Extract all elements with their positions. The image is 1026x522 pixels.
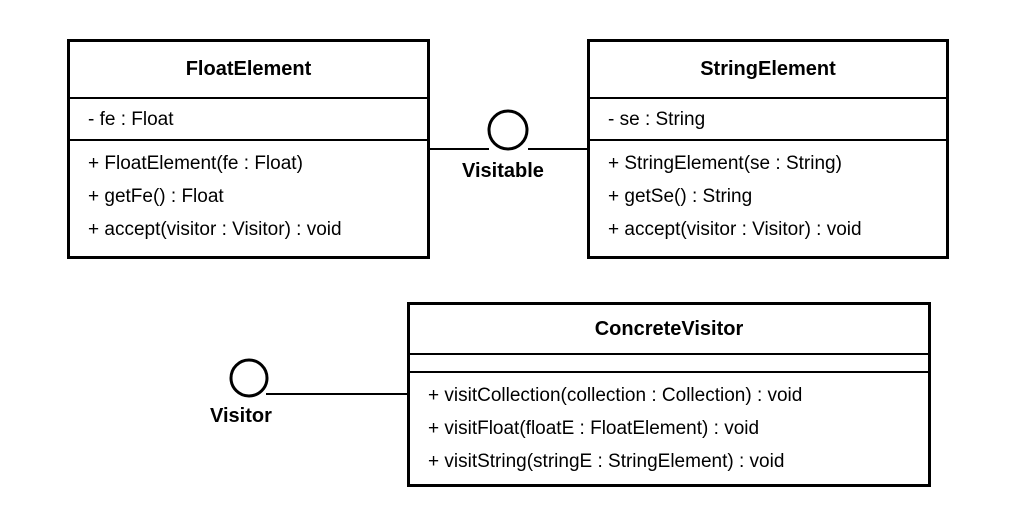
concrete-visitor-name: ConcreteVisitor: [594, 317, 744, 340]
operation-row: + visitString(stringE : StringElement) :…: [428, 451, 785, 472]
string-element-class[interactable]: StringElement - se : String + StringElem…: [587, 39, 949, 259]
operation-row: + visitCollection(collection : Collectio…: [428, 385, 803, 406]
operation-row: + accept(visitor : Visitor) : void: [608, 219, 862, 240]
operation-row: + StringElement(se : String): [608, 153, 842, 174]
attribute-row: - fe : Float: [88, 109, 174, 130]
operation-row: + getSe() : String: [608, 186, 753, 207]
float-element-name: FloatElement: [185, 58, 312, 80]
string-element-name: StringElement: [700, 58, 836, 80]
operation-row: + FloatElement(fe : Float): [88, 153, 303, 174]
concrete-visitor-operations: + visitCollection(collection : Collectio…: [410, 371, 928, 478]
operation-row: + getFe() : Float: [88, 186, 224, 207]
concrete-visitor-attributes: [410, 353, 928, 371]
string-element-operations: + StringElement(se : String) + getSe() :…: [590, 139, 946, 246]
operation-row: + accept(visitor : Visitor) : void: [88, 219, 342, 240]
concrete-visitor-class[interactable]: ConcreteVisitor + visitCollection(collec…: [407, 302, 931, 487]
string-element-attributes: - se : String: [590, 97, 946, 139]
visitable-interface-icon: [487, 109, 529, 151]
float-element-operations: + FloatElement(fe : Float) + getFe() : F…: [70, 139, 427, 246]
operation-row: + visitFloat(floatE : FloatElement) : vo…: [428, 418, 760, 439]
visitable-interface-label: Visitable: [462, 160, 544, 182]
float-element-class[interactable]: FloatElement - fe : Float + FloatElement…: [67, 39, 430, 259]
float-element-attributes: - fe : Float: [70, 97, 427, 139]
visitor-interface-label: Visitor: [210, 405, 272, 427]
attribute-row: - se : String: [608, 109, 706, 130]
visitor-interface-icon: [229, 358, 269, 398]
